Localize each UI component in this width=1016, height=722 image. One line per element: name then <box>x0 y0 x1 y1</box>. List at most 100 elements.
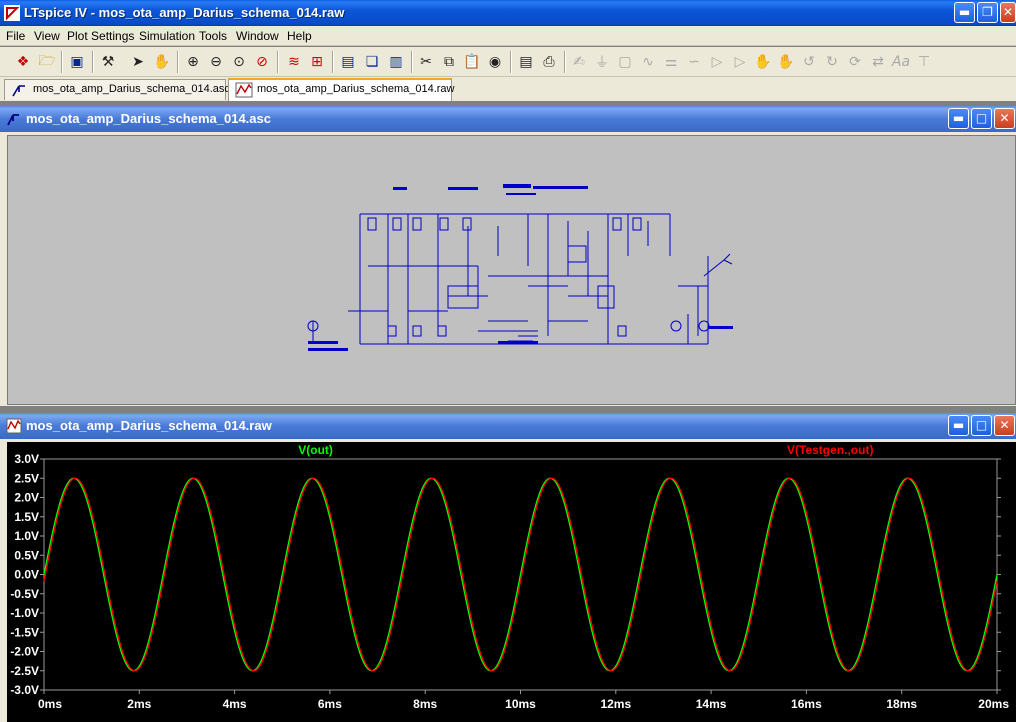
zoom-out-icon[interactable]: ⊖ <box>210 54 222 70</box>
x-tick-label: 14ms <box>696 697 727 711</box>
y-tick-label: 0.5V <box>14 548 39 562</box>
open-file-icon[interactable]: 🗁 <box>38 53 56 69</box>
x-tick-label: 12ms <box>600 697 631 711</box>
tab-waveform[interactable]: mos_ota_amp_Darius_schema_014.raw <box>228 78 455 101</box>
save-icon[interactable]: ▣ <box>70 54 84 70</box>
toolbar-separator <box>510 51 512 73</box>
toolbar-separator <box>177 51 179 73</box>
inductor-icon[interactable]: ∽ <box>688 54 700 70</box>
label-icon[interactable]: ▢ <box>618 54 632 70</box>
x-tick-label: 0ms <box>38 697 62 711</box>
x-tick-label: 8ms <box>413 697 437 711</box>
tile-vertical-icon[interactable]: ▥ <box>389 54 403 70</box>
menu-view[interactable]: View <box>34 29 60 43</box>
y-tick-label: -1.5V <box>10 625 39 639</box>
autorange-icon[interactable]: ≋ <box>288 54 300 70</box>
ground-icon[interactable]: ⏚ <box>595 55 609 71</box>
run-icon[interactable]: ➤ <box>132 54 144 70</box>
y-tick-label: 0.0V <box>14 568 39 582</box>
series-line-0 <box>43 477 998 672</box>
tab-schematic[interactable]: mos_ota_amp_Darius_schema_014.asc <box>4 79 230 100</box>
undo-icon[interactable]: ↺ <box>803 54 815 70</box>
waveform-close-button[interactable]: ✕ <box>994 415 1015 436</box>
restore-button[interactable]: ❐ <box>977 2 998 23</box>
waveform-minimize-button[interactable]: ▬ <box>948 415 969 436</box>
find-icon[interactable]: ◉ <box>488 54 502 70</box>
spice-directive-icon[interactable]: ⊤ <box>917 54 931 70</box>
tile-horizontal-icon[interactable]: ▤ <box>341 54 355 70</box>
schematic-maximize-button[interactable]: □ <box>971 108 992 129</box>
waveform-window-title: mos_ota_amp_Darius_schema_014.raw <box>26 418 272 433</box>
y-tick-label: -3.0V <box>10 683 39 697</box>
add-trace-icon[interactable]: ⊞ <box>311 54 323 70</box>
legend-label-0: V(out) <box>298 443 333 457</box>
waveform-window: mos_ota_amp_Darius_schema_014.raw ▬ □ ✕ … <box>0 413 1016 722</box>
schematic-window-title: mos_ota_amp_Darius_schema_014.asc <box>26 111 271 126</box>
menu-file[interactable]: File <box>6 29 26 43</box>
menu-simulation[interactable]: Simulation <box>139 29 196 43</box>
zoom-cancel-icon[interactable]: ⊘ <box>256 54 268 70</box>
resistor-icon[interactable]: ∿ <box>642 54 654 70</box>
ltspice-logo-icon <box>4 5 20 21</box>
cascade-icon[interactable]: ❏ <box>365 54 379 70</box>
cut-icon[interactable]: ✂ <box>420 54 432 70</box>
waveform-chart[interactable]: 3.0V2.5V2.0V1.5V1.0V0.5V0.0V-0.5V-1.0V-1… <box>7 442 1016 722</box>
x-tick-label: 2ms <box>127 697 151 711</box>
toolbar-separator <box>92 51 94 73</box>
print-icon[interactable]: ⎙ <box>543 54 555 70</box>
x-tick-label: 4ms <box>223 697 247 711</box>
draw-wire-icon[interactable]: ✍ <box>573 54 585 70</box>
series-line-1 <box>43 477 998 672</box>
y-tick-label: 1.5V <box>14 510 39 524</box>
close-button[interactable]: ✕ <box>1000 2 1016 23</box>
schematic-minimize-button[interactable]: ▬ <box>948 108 969 129</box>
y-tick-label: -2.5V <box>10 664 39 678</box>
window-title: LTspice IV - mos_ota_amp_Darius_schema_0… <box>24 5 345 20</box>
y-tick-label: -0.5V <box>10 587 39 601</box>
y-tick-label: -2.0V <box>10 645 39 659</box>
legend-label-1: V(Testgen.,out) <box>787 443 873 457</box>
toolbar-separator <box>61 51 63 73</box>
rotate-icon[interactable]: ⟳ <box>849 54 861 70</box>
redo-icon[interactable]: ↻ <box>826 54 838 70</box>
circuit-diagram <box>307 184 733 351</box>
waveform-maximize-button[interactable]: □ <box>971 415 992 436</box>
menu-tools[interactable]: Tools <box>199 29 228 43</box>
capacitor-icon[interactable]: ⚌ <box>664 54 678 70</box>
print-preview-icon[interactable]: ▤ <box>519 54 533 70</box>
menu-help[interactable]: Help <box>287 29 312 43</box>
schematic-icon <box>7 114 19 126</box>
toolbar-separator <box>277 51 279 73</box>
component-icon[interactable]: ▷ <box>734 54 746 70</box>
document-tab-bar: mos_ota_amp_Darius_schema_014.asc mos_ot… <box>0 77 1016 101</box>
control-panel-icon[interactable]: ⚒ <box>101 54 115 70</box>
toolbar-separator <box>332 51 334 73</box>
halt-icon[interactable]: ✋ <box>153 54 171 70</box>
minimize-button[interactable]: ▬ <box>954 2 975 23</box>
x-tick-label: 18ms <box>886 697 917 711</box>
zoom-in-icon[interactable]: ⊕ <box>187 54 199 70</box>
x-tick-label: 6ms <box>318 697 342 711</box>
text-icon[interactable]: Aa <box>891 54 911 70</box>
diode-icon[interactable]: ▷ <box>711 54 723 70</box>
y-tick-label: 3.0V <box>14 452 39 466</box>
open-schematic-icon[interactable]: ❖ <box>16 54 30 70</box>
waveform-icon <box>235 82 253 98</box>
schematic-canvas[interactable] <box>7 135 1016 405</box>
mirror-icon[interactable]: ⇄ <box>872 54 884 70</box>
menu-plot-settings[interactable]: Plot Settings <box>67 29 135 43</box>
x-tick-label: 20ms <box>978 697 1009 711</box>
zoom-fit-icon[interactable]: ⊙ <box>233 54 245 70</box>
schematic-icon <box>12 85 25 97</box>
paste-icon[interactable]: 📋 <box>463 54 481 70</box>
schematic-window-title-bar[interactable]: mos_ota_amp_Darius_schema_014.asc ▬ □ ✕ <box>0 106 1016 132</box>
copy-icon[interactable]: ⧉ <box>444 54 454 70</box>
waveform-window-title-bar[interactable]: mos_ota_amp_Darius_schema_014.raw ▬ □ ✕ <box>0 413 1016 439</box>
drag-icon[interactable]: ✋ <box>777 54 795 70</box>
move-icon[interactable]: ✋ <box>754 54 772 70</box>
schematic-close-button[interactable]: ✕ <box>994 108 1015 129</box>
x-tick-label: 10ms <box>505 697 536 711</box>
menu-window[interactable]: Window <box>236 29 279 43</box>
app-title-bar[interactable]: LTspice IV - mos_ota_amp_Darius_schema_0… <box>0 0 1016 26</box>
